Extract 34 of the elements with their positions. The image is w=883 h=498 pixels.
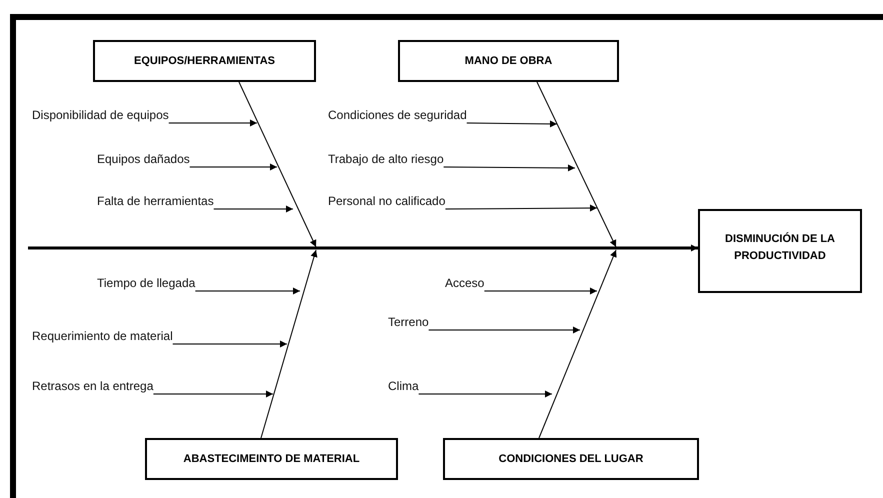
cause-label: Acceso xyxy=(445,275,484,292)
spine-arrow xyxy=(28,244,698,252)
category-box: CONDICIONES DEL LUGAR xyxy=(443,438,699,480)
cause-label: Disponibilidad de equipos xyxy=(32,107,169,124)
cause-label: Condiciones de seguridad xyxy=(328,107,467,124)
category-box: MANO DE OBRA xyxy=(398,40,619,82)
bone-arrow xyxy=(538,250,617,438)
cause-arrow xyxy=(443,164,576,172)
bone-arrow xyxy=(238,82,316,248)
cause-arrow xyxy=(189,164,278,170)
cause-label: Trabajo de alto riesgo xyxy=(328,151,444,168)
cause-arrow xyxy=(172,340,288,348)
cause-label: Clima xyxy=(388,378,419,395)
cause-label: Terreno xyxy=(388,314,429,331)
cause-arrow xyxy=(194,288,300,294)
cause-label: Requerimiento de material xyxy=(32,328,173,345)
cause-arrow xyxy=(466,120,558,128)
cause-label: Falta de herramientas xyxy=(97,193,214,210)
cause-label: Retrasos en la entrega xyxy=(32,378,154,395)
cause-label: Tiempo de llegada xyxy=(97,275,196,292)
cause-arrow xyxy=(168,120,258,126)
bone-arrow xyxy=(536,82,616,248)
effect-box: DISMINUCIÓN DE LA PRODUCTIVIDAD xyxy=(698,209,862,293)
cause-arrow xyxy=(444,204,598,212)
category-box: EQUIPOS/HERRAMIENTAS xyxy=(93,40,316,82)
cause-arrow xyxy=(428,326,580,334)
cause-arrow xyxy=(484,288,598,294)
cause-label: Personal no calificado xyxy=(328,193,446,210)
category-box: ABASTECIMEINTO DE MATERIAL xyxy=(145,438,398,480)
bone-arrow xyxy=(260,250,318,438)
cause-arrow xyxy=(418,390,552,398)
cause-label: Equipos dañados xyxy=(97,151,190,168)
cause-arrow xyxy=(213,206,294,212)
cause-arrow xyxy=(152,390,274,398)
